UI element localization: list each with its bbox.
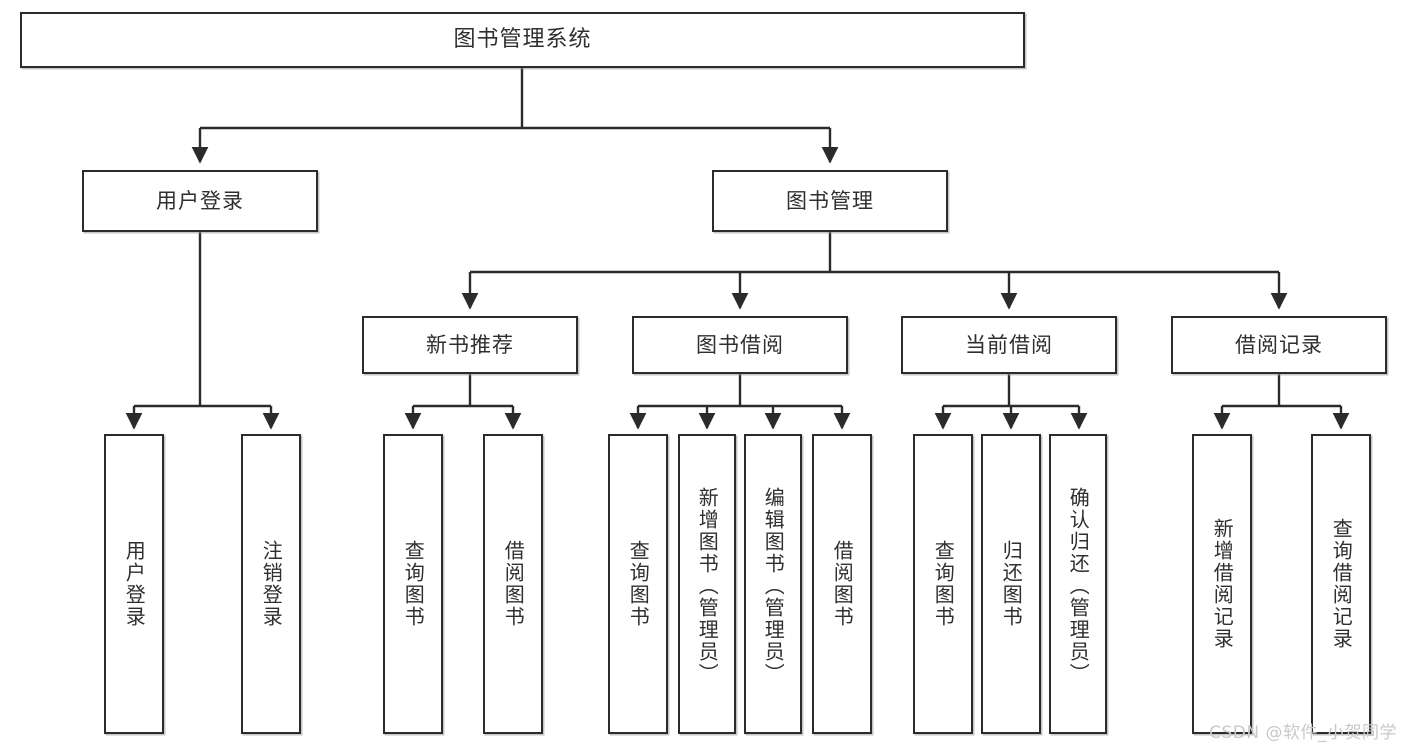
node-label: 图书管理系统	[453, 27, 592, 52]
node-label: 确认归还（管理员）	[1066, 487, 1091, 685]
leaf-borrow-book-recommend[interactable]: 借阅图书	[483, 434, 543, 734]
leaf-user-login[interactable]: 用户登录	[104, 434, 164, 734]
node-label: 新增借阅记录	[1210, 518, 1235, 650]
leaf-query-book-current[interactable]: 查询图书	[913, 434, 973, 734]
node-label: 当前借阅	[965, 332, 1053, 357]
node-label: 注销登录	[259, 540, 284, 628]
leaf-add-book-admin[interactable]: 新增图书（管理员）	[678, 434, 736, 734]
node-label: 编辑图书（管理员）	[761, 487, 786, 685]
node-label: 查询图书	[931, 540, 956, 628]
node-label: 新增图书（管理员）	[695, 487, 720, 685]
leaf-borrow-book[interactable]: 借阅图书	[812, 434, 872, 734]
leaf-query-book-recommend[interactable]: 查询图书	[383, 434, 443, 734]
node-new-book-recommend[interactable]: 新书推荐	[362, 316, 578, 374]
node-borrow-record[interactable]: 借阅记录	[1171, 316, 1387, 374]
node-label: 查询图书	[626, 540, 651, 628]
node-current-borrow[interactable]: 当前借阅	[901, 316, 1117, 374]
node-book-borrow[interactable]: 图书借阅	[632, 316, 848, 374]
csdn-watermark: CSDN @软件_小贺同学	[1209, 723, 1397, 743]
node-label: 用户登录	[122, 540, 147, 628]
node-book-management[interactable]: 图书管理	[712, 170, 948, 232]
leaf-edit-book-admin[interactable]: 编辑图书（管理员）	[744, 434, 802, 734]
node-root-book-management-system[interactable]: 图书管理系统	[20, 12, 1025, 68]
node-user-login[interactable]: 用户登录	[82, 170, 318, 232]
leaf-query-borrow-record[interactable]: 查询借阅记录	[1311, 434, 1371, 734]
leaf-return-book[interactable]: 归还图书	[981, 434, 1041, 734]
node-label: 新书推荐	[426, 332, 514, 357]
node-label: 查询借阅记录	[1329, 518, 1354, 650]
node-label: 用户登录	[156, 188, 244, 213]
node-label: 图书借阅	[696, 332, 784, 357]
node-label: 借阅图书	[830, 540, 855, 628]
leaf-logout[interactable]: 注销登录	[241, 434, 301, 734]
leaf-add-borrow-record[interactable]: 新增借阅记录	[1192, 434, 1252, 734]
node-label: 归还图书	[999, 540, 1024, 628]
leaf-confirm-return-admin[interactable]: 确认归还（管理员）	[1049, 434, 1107, 734]
node-label: 图书管理	[786, 188, 874, 213]
node-label: 查询图书	[401, 540, 426, 628]
node-label: 借阅图书	[501, 540, 526, 628]
leaf-query-book-borrow[interactable]: 查询图书	[608, 434, 668, 734]
node-label: 借阅记录	[1235, 332, 1323, 357]
